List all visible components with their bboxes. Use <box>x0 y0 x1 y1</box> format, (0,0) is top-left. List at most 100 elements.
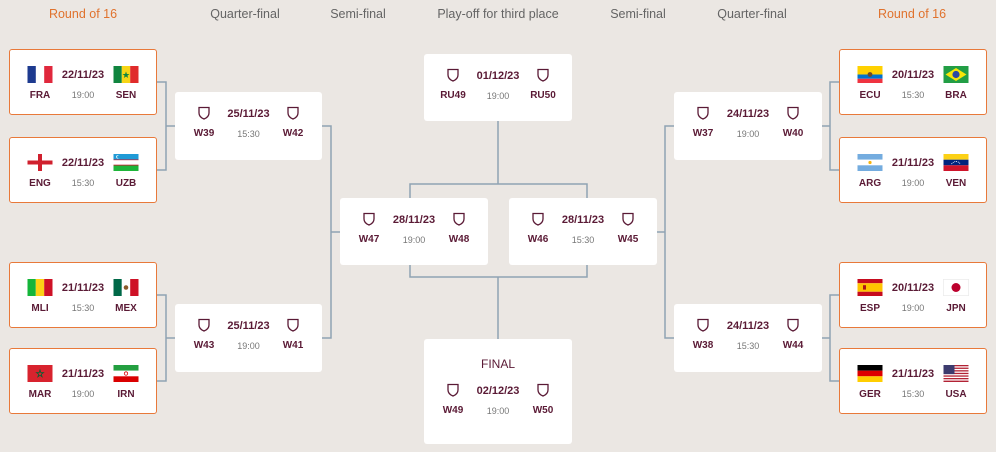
home-team-code: ARG <box>858 178 882 189</box>
home-team-shield-icon <box>697 106 710 120</box>
flag-senegal-icon <box>113 66 139 83</box>
away-team-code: MEX <box>115 303 137 314</box>
match-time: 15:30 <box>71 303 95 313</box>
match-time: 19:00 <box>237 341 260 351</box>
home-team-code: ECU <box>859 90 881 101</box>
home-team-code: RU49 <box>440 90 466 101</box>
away-team-code: W45 <box>617 234 639 245</box>
match-date: 21/11/23 <box>891 368 935 380</box>
flag-germany-icon <box>857 365 883 382</box>
away-team-shield-icon <box>787 106 800 120</box>
match-title: FINAL <box>480 357 516 371</box>
home-team-shield-icon <box>447 383 460 397</box>
flag-morocco-icon <box>27 365 53 382</box>
match-card-round-of-16[interactable]: 20/11/23 15:30 ECU BRA <box>839 49 987 115</box>
flag-ecuador-icon <box>857 66 883 83</box>
away-team-code: IRN <box>117 389 135 400</box>
away-team-code: W44 <box>782 340 804 351</box>
match-card-semi-final[interactable]: 28/11/23 15:30 W46 W45 <box>509 198 657 265</box>
match-time: 19:00 <box>901 303 925 313</box>
flag-mali-icon <box>27 279 53 296</box>
home-team-code: W39 <box>193 128 215 139</box>
match-date: 22/11/23 <box>61 69 105 81</box>
match-date: 02/12/23 <box>476 385 520 397</box>
match-card-round-of-16[interactable]: 20/11/23 19:00 ESP JPN <box>839 262 987 328</box>
match-card-semi-final[interactable]: 28/11/23 19:00 W47 W48 <box>340 198 488 265</box>
flag-france-icon <box>27 66 53 83</box>
away-team-code: UZB <box>115 178 137 189</box>
match-time: 15:30 <box>901 90 925 100</box>
home-team-code: GER <box>859 389 881 400</box>
match-card-final[interactable]: FINAL 02/12/23 19:00 W49 W50 <box>424 339 572 444</box>
away-team-code: W42 <box>282 128 304 139</box>
flag-mexico-icon <box>113 279 139 296</box>
flag-venezuela-icon <box>943 154 969 171</box>
away-team-shield-icon <box>622 212 635 226</box>
header-quarter-final-left: Quarter-final <box>210 7 280 21</box>
away-team-shield-icon <box>537 383 550 397</box>
header-quarter-final-right: Quarter-final <box>717 7 787 21</box>
match-date: 28/11/23 <box>561 214 605 226</box>
home-team-code: W37 <box>692 128 714 139</box>
home-team-shield-icon <box>363 212 376 226</box>
match-time: 15:30 <box>571 235 595 245</box>
match-date: 28/11/23 <box>392 214 436 226</box>
header-semi-final-right: Semi-final <box>610 7 666 21</box>
home-team-shield-icon <box>198 318 211 332</box>
header-round-of-16-left: Round of 16 <box>48 7 118 21</box>
away-team-code: RU50 <box>530 90 556 101</box>
match-time: 19:00 <box>71 90 95 100</box>
header-third-place: Play-off for third place <box>437 7 559 21</box>
home-team-code: ENG <box>29 178 51 189</box>
match-time: 19:00 <box>486 91 510 101</box>
header-round-of-16-right: Round of 16 <box>877 7 947 21</box>
flag-iran-icon <box>113 365 139 382</box>
header-semi-final-left: Semi-final <box>330 7 386 21</box>
match-card-third-place[interactable]: 01/12/23 19:00 RU49 RU50 <box>424 54 572 121</box>
away-team-code: W50 <box>532 405 554 416</box>
home-team-code: W49 <box>442 405 464 416</box>
away-team-code: USA <box>945 389 967 400</box>
flag-argentina-icon <box>857 154 883 171</box>
home-team-code: ESP <box>859 303 881 314</box>
flag-japan-icon <box>943 279 969 296</box>
home-team-code: W46 <box>527 234 549 245</box>
match-time: 15:30 <box>736 341 760 351</box>
home-team-code: W47 <box>358 234 380 245</box>
match-date: 25/11/23 <box>227 108 270 120</box>
match-date: 21/11/23 <box>61 282 105 294</box>
away-team-shield-icon <box>287 106 300 120</box>
match-time: 19:00 <box>486 406 510 416</box>
away-team-code: SEN <box>115 90 137 101</box>
match-date: 20/11/23 <box>891 69 935 81</box>
match-time: 19:00 <box>736 129 760 139</box>
match-date: 01/12/23 <box>476 70 520 82</box>
match-time: 19:00 <box>71 389 95 399</box>
away-team-code: BRA <box>945 90 967 101</box>
match-date: 20/11/23 <box>891 282 935 294</box>
away-team-shield-icon <box>787 318 800 332</box>
home-team-shield-icon <box>697 318 710 332</box>
match-date: 21/11/23 <box>61 368 105 380</box>
match-time: 19:00 <box>402 235 426 245</box>
away-team-code: W48 <box>448 234 470 245</box>
match-time: 15:30 <box>71 178 95 188</box>
flag-england-icon <box>27 154 53 171</box>
home-team-shield-icon <box>198 106 211 120</box>
flag-brazil-icon <box>943 66 969 83</box>
flag-uzbekistan-icon <box>113 154 139 171</box>
match-date: 24/11/23 <box>726 108 770 120</box>
away-team-code: W41 <box>282 340 304 351</box>
away-team-code: JPN <box>946 303 966 314</box>
